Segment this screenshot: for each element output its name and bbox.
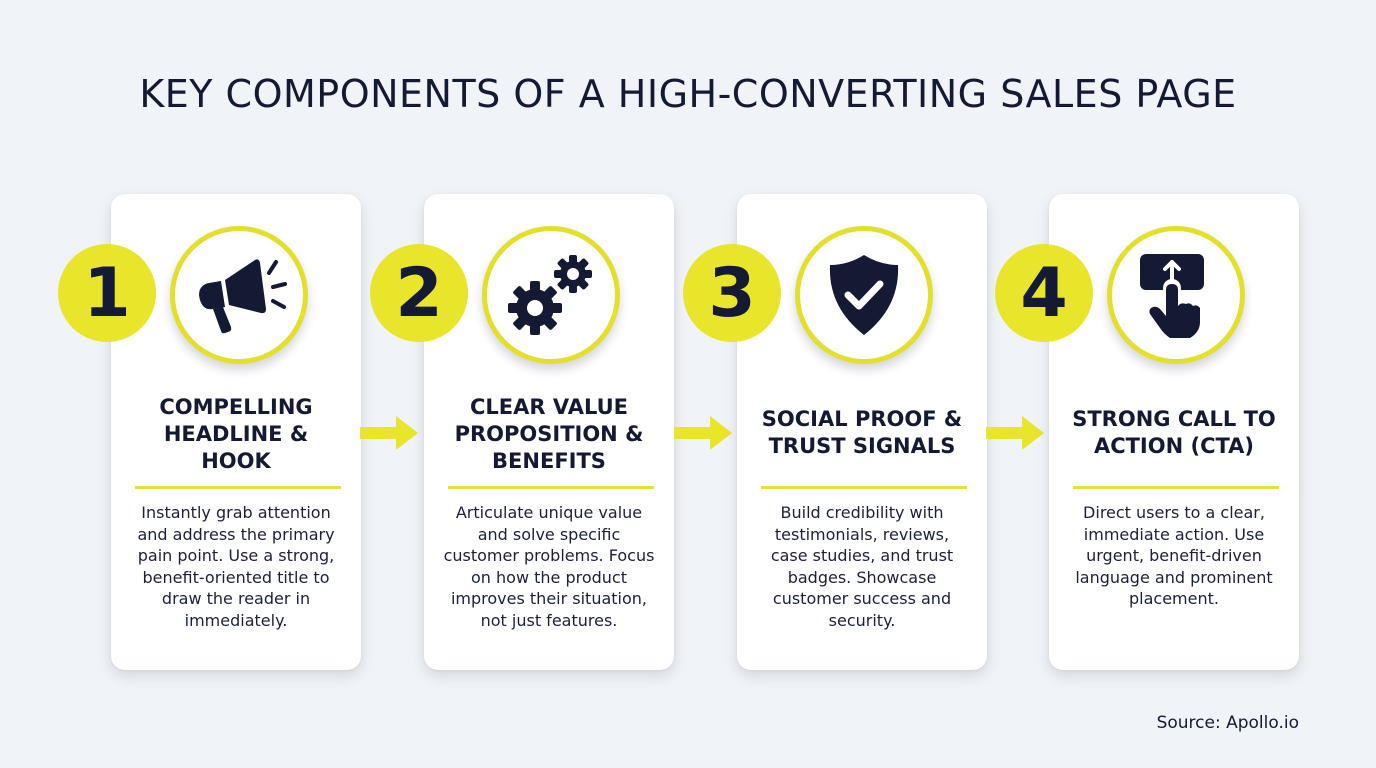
step-title: COMPELLING HEADLINE & HOOK [159, 395, 313, 473]
step-description: Build credibility with testimonials, rev… [770, 503, 954, 630]
page-title: KEY COMPONENTS OF A HIGH-CONVERTING SALE… [139, 72, 1237, 116]
step-number-badge: 1 [58, 244, 156, 342]
step-description: Direct users to a clear, immediate actio… [1075, 503, 1273, 608]
arrow-right-icon [360, 416, 418, 450]
arrow-right-icon [986, 416, 1044, 450]
step-title: SOCIAL PROOF & TRUST SIGNALS [761, 407, 963, 458]
step-title: STRONG CALL TO ACTION (CTA) [1072, 407, 1276, 458]
divider [1073, 486, 1279, 489]
arrow-right-icon [674, 416, 732, 450]
shield-check-icon [829, 255, 899, 335]
source-credit: Source: Apollo.io [1156, 713, 1299, 733]
divider [448, 486, 654, 489]
divider [761, 486, 967, 489]
step-card-3: SOCIAL PROOF & TRUST SIGNALS Build credi… [737, 194, 987, 670]
step-icon-circle [795, 226, 933, 364]
step-description: Instantly grab attention and address the… [137, 503, 335, 630]
step-description: Articulate unique value and solve specif… [443, 503, 655, 630]
click-button-icon [1140, 254, 1204, 338]
step-icon-circle [482, 226, 620, 364]
step-number-badge: 2 [370, 244, 468, 342]
step-number-badge: 4 [995, 244, 1093, 342]
step-title: CLEAR VALUE PROPOSITION & BENEFITS [454, 395, 644, 473]
step-icon-circle [170, 226, 308, 364]
step-number-badge: 3 [683, 244, 781, 342]
megaphone-icon [199, 259, 287, 334]
gears-icon [508, 255, 592, 335]
divider [135, 486, 341, 489]
step-icon-circle [1107, 226, 1245, 364]
